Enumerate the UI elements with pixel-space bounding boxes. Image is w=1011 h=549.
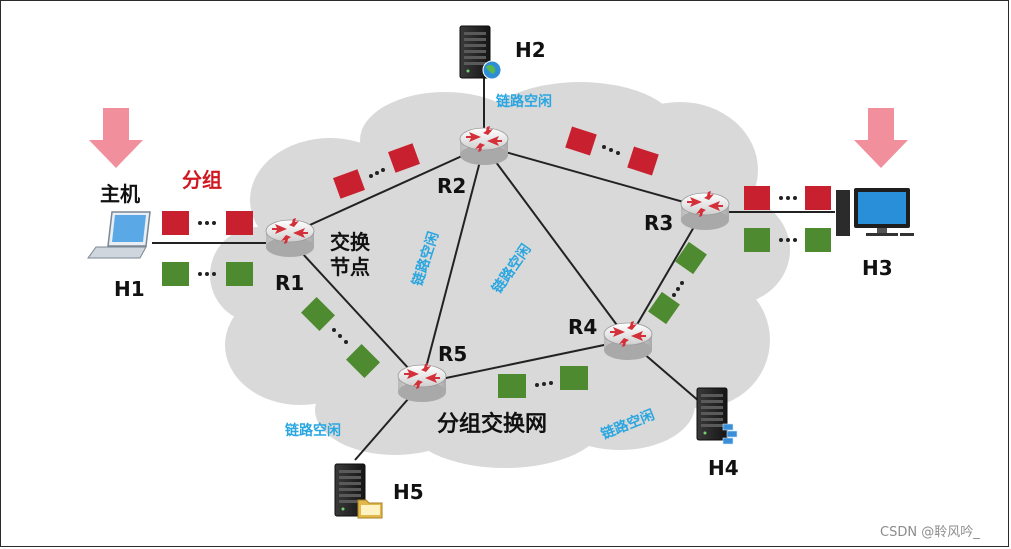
switching-node-label-line1: 交换 (330, 232, 370, 252)
switching-node-label-line2: 节点 (330, 257, 370, 277)
arrow-down-icon (89, 108, 143, 168)
router-r2-label: R2 (437, 176, 466, 196)
router-r3-label: R3 (644, 213, 673, 233)
network-title: 分组交换网 (437, 414, 547, 436)
router-r1-label: R1 (275, 273, 304, 293)
router-r4-label: R4 (568, 317, 597, 337)
router-icon (266, 218, 314, 257)
host-h4-label: H4 (708, 458, 739, 478)
desktop-computer-icon (836, 188, 914, 236)
router-icon (604, 321, 652, 360)
host-h5-label: H5 (393, 482, 424, 502)
packet-label: 分组 (182, 170, 222, 190)
server-folder-icon (335, 464, 382, 518)
link-idle-label: 链路空闲 (285, 424, 341, 438)
link-idle-label: 链路空闲 (496, 95, 552, 109)
laptop-icon (88, 212, 150, 258)
router-r5-label: R5 (438, 344, 467, 364)
router-icon (460, 126, 508, 165)
host-label-main: 主机 (100, 184, 140, 204)
arrow-down-icon (854, 108, 908, 168)
watermark: CSDN @聆风吟_ (880, 526, 980, 539)
server-globe-icon (460, 26, 501, 79)
host-h1-label: H1 (114, 279, 145, 299)
host-h2-label: H2 (515, 40, 546, 60)
router-icon (681, 191, 729, 230)
router-icon (398, 363, 446, 402)
host-h3-label: H3 (862, 258, 893, 278)
